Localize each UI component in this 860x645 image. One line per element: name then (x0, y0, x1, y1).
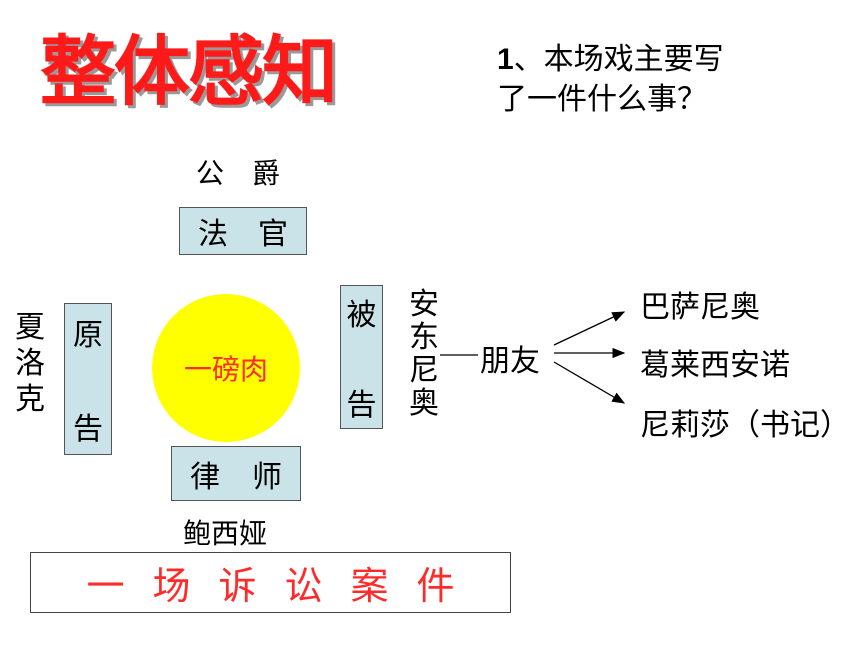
friend-item-3: 尼莉莎（书记） (640, 408, 850, 443)
plaintiff-person-label: 夏洛克 (15, 310, 45, 417)
friend-item-2: 葛莱西安诺 (640, 348, 790, 383)
relation-label: 朋友 (480, 344, 540, 379)
question-line-1: 1、本场戏主要写 (497, 40, 817, 80)
question-text-1: 、本场戏主要写 (513, 42, 724, 77)
lawyer-role-char-2: 师 (252, 459, 282, 495)
case-label: 一场诉讼案件 (86, 564, 483, 608)
page-title: 整体感知 (40, 27, 338, 116)
defendant-role-box: 被 告 (340, 285, 383, 429)
judge-role-box: 法 官 (179, 207, 307, 255)
defendant-role-char-1: 被 (346, 298, 377, 333)
object-circle: 一磅肉 (152, 294, 300, 442)
plaintiff-role-box: 原 告 (64, 303, 112, 455)
lawyer-role-char-1: 律 (190, 459, 220, 495)
judge-person-label: 公 爵 (196, 157, 281, 190)
arrow-to-friend-1 (553, 311, 626, 346)
arrow-to-friend-3 (553, 361, 626, 404)
judge-role-char-1: 法 (198, 217, 228, 252)
lawyer-role-box: 律 师 (171, 446, 301, 501)
plaintiff-role-char-1: 原 (73, 318, 103, 353)
question-line-2: 了一件什么事？ (497, 82, 707, 117)
question-number: 1 (497, 43, 514, 76)
object-label: 一磅肉 (183, 353, 268, 386)
case-label-box: 一场诉讼案件 (30, 552, 511, 613)
defendant-role-char-2: 告 (346, 388, 377, 423)
judge-role-char-2: 官 (258, 217, 288, 252)
defendant-person-label: 安东尼奥 (409, 287, 439, 421)
plaintiff-role-char-2: 告 (73, 412, 103, 447)
lawyer-person-label: 鲍西娅 (183, 517, 268, 550)
friend-item-1: 巴萨尼奥 (640, 290, 760, 325)
question: 1、本场戏主要写 了一件什么事？ (497, 40, 817, 120)
